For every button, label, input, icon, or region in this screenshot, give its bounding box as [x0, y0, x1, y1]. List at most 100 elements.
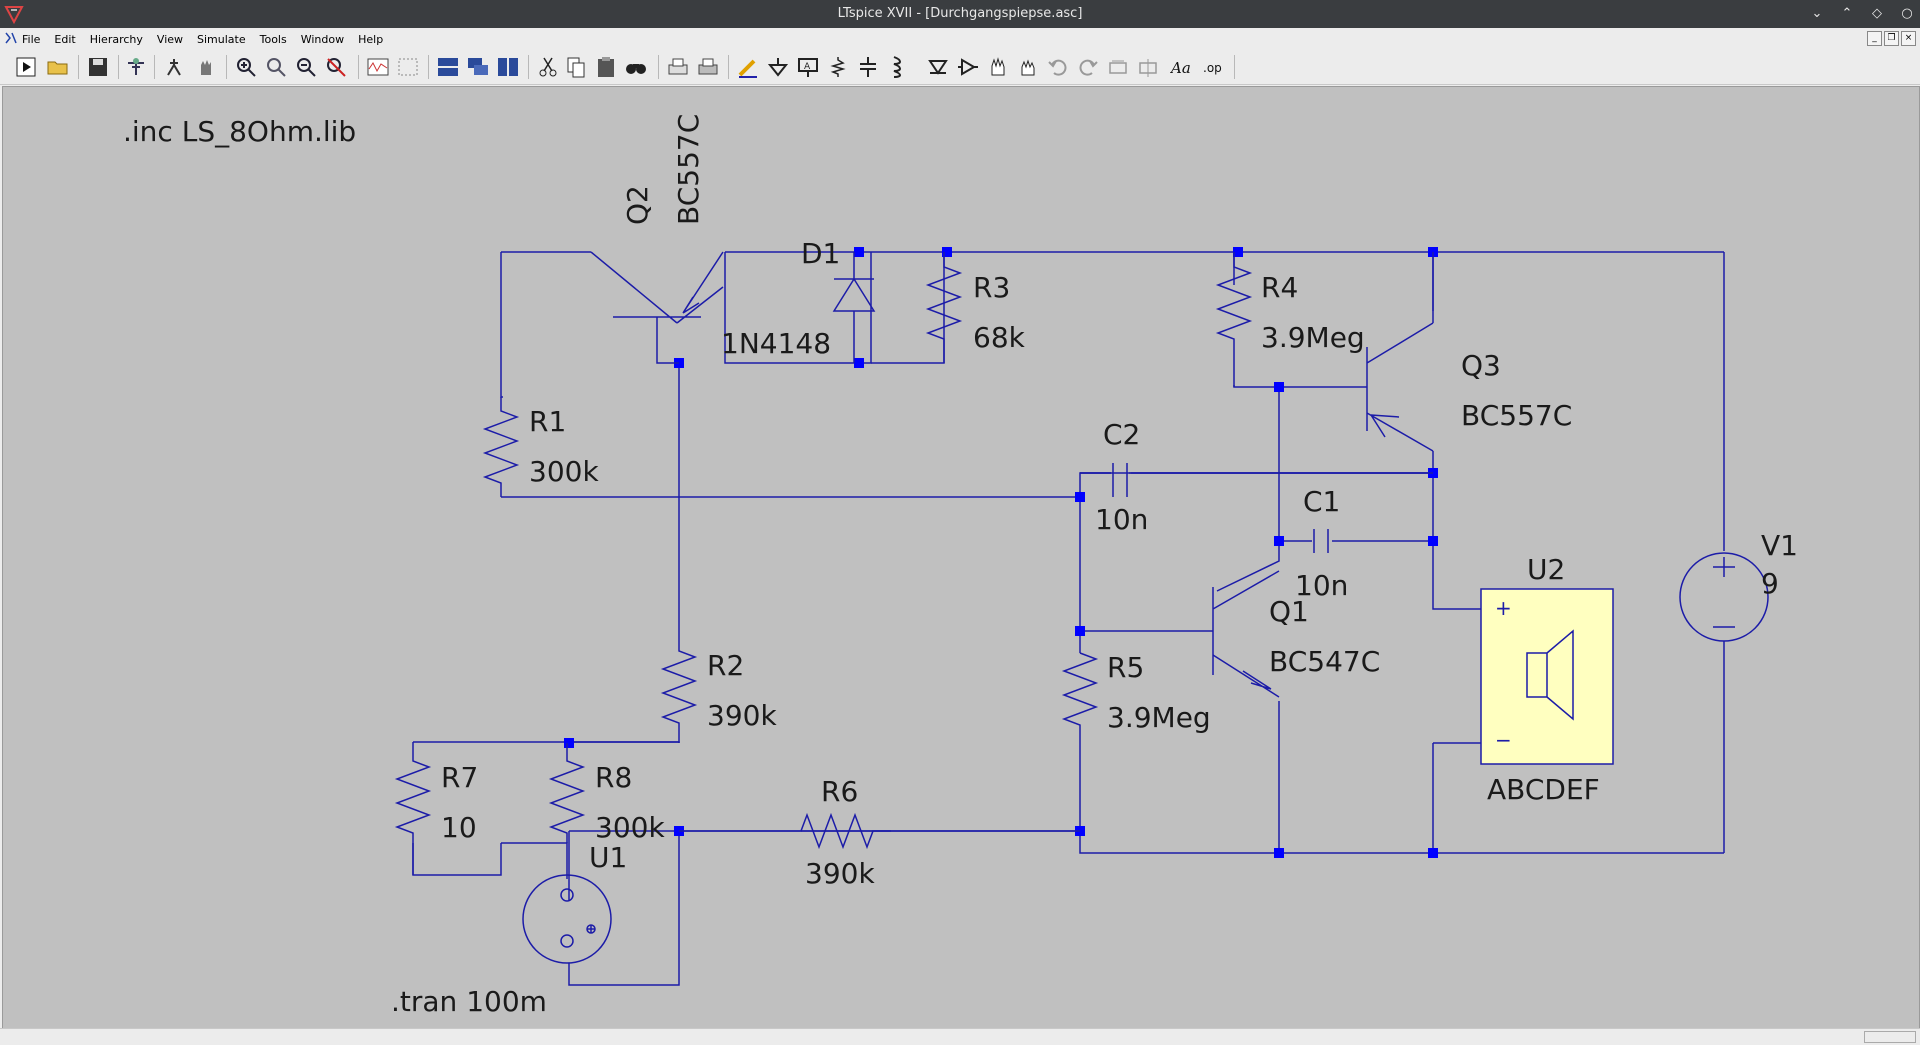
window-title: LTspice XVII - [Durchgangspiepse.asc]	[837, 6, 1083, 21]
menu-file[interactable]: File	[22, 32, 41, 46]
find-icon[interactable]	[624, 55, 648, 79]
diode-icon[interactable]	[926, 55, 950, 79]
svg-text:A: A	[804, 62, 811, 72]
menu-simulate[interactable]: Simulate	[197, 32, 246, 46]
control-panel-icon[interactable]	[124, 55, 148, 79]
resistor-r7[interactable]: R7 10	[394, 743, 478, 875]
text-icon[interactable]: Aa	[1169, 55, 1194, 79]
r3-name-label: R3	[973, 271, 1010, 304]
capacitor-icon[interactable]	[856, 55, 880, 79]
print-preview-icon[interactable]	[666, 55, 690, 79]
u2-value-label: ABCDEF	[1487, 773, 1600, 806]
ground-icon[interactable]	[766, 55, 790, 79]
cascade-icon[interactable]	[466, 55, 490, 79]
restore-icon[interactable]: ◇	[1872, 6, 1882, 21]
paste-icon[interactable]	[594, 55, 618, 79]
schematic-drawing[interactable]: Q2 BC557C D1 1N4148 R3 68k R4 3.9Meg	[3, 87, 1919, 1029]
hand-icon[interactable]	[194, 55, 218, 79]
r7-value-label: 10	[441, 811, 477, 844]
inductor-icon[interactable]	[886, 55, 910, 79]
cut-icon[interactable]	[536, 55, 560, 79]
resistor-r8[interactable]: R8 300k	[548, 743, 665, 844]
menu-window[interactable]: Window	[300, 32, 345, 46]
title-bar: LTspice XVII - [Durchgangspiepse.asc] ⌄ …	[0, 0, 1920, 28]
zoom-out-icon[interactable]	[294, 55, 318, 79]
menu-tools[interactable]: Tools	[259, 32, 287, 46]
c2-name-label: C2	[1103, 418, 1140, 451]
tile-vertical-icon[interactable]	[496, 55, 520, 79]
resistor-r1[interactable]: R1 300k	[482, 397, 599, 497]
tile-horizontal-icon[interactable]	[436, 55, 460, 79]
mdi-restore-icon[interactable]: ❐	[1884, 31, 1899, 46]
component-icon[interactable]	[956, 55, 980, 79]
q2-name-label: Q2	[621, 185, 654, 225]
signal-source-u1[interactable]: U1	[501, 841, 627, 964]
mdi-close-icon[interactable]: ×	[1901, 31, 1916, 46]
transistor-q1[interactable]: Q1 BC547C	[1212, 570, 1380, 698]
svg-text:.op: .op	[1203, 61, 1222, 75]
menu-help[interactable]: Help	[358, 32, 384, 46]
resistor-r6[interactable]: R6 390k	[679, 775, 1080, 890]
mirror-icon[interactable]	[1136, 55, 1160, 79]
q2-value-label: BC557C	[672, 114, 705, 225]
resistor-r2[interactable]: R2 390k	[660, 643, 777, 743]
spice-directive-icon[interactable]: .op	[1202, 55, 1226, 79]
v1-name-label: V1	[1761, 529, 1798, 562]
c2-value-label: 10n	[1095, 503, 1148, 536]
diode-d1[interactable]: D1 1N4148	[721, 237, 876, 363]
halt-icon[interactable]	[162, 55, 186, 79]
copy-icon[interactable]	[564, 55, 588, 79]
r6-value-label: 390k	[805, 857, 875, 890]
undo-icon[interactable]	[1046, 55, 1070, 79]
drag-hand-icon[interactable]	[1016, 55, 1040, 79]
label-net-icon[interactable]: A	[796, 55, 820, 79]
zoom-in-icon[interactable]	[234, 55, 258, 79]
voltage-source-v1[interactable]: V1 9	[1679, 529, 1798, 642]
capacitor-c1[interactable]: C1 10n	[1295, 485, 1348, 602]
resistor-r5[interactable]: R5 3.9Meg	[1061, 651, 1211, 753]
r8-name-label: R8	[595, 761, 632, 794]
document-icon[interactable]	[4, 31, 18, 45]
resistor-icon[interactable]	[826, 55, 850, 79]
resistor-r3[interactable]: R3 68k	[925, 252, 1026, 363]
save-icon[interactable]	[86, 55, 110, 79]
resistor-r4[interactable]: R4 3.9Meg	[1215, 252, 1365, 387]
svg-text:+: +	[1495, 596, 1512, 620]
transistor-q3[interactable]: Q3 BC557C	[1366, 252, 1572, 452]
maximize-icon[interactable]: ⌃	[1841, 6, 1853, 21]
tran-directive[interactable]: .tran 100m	[391, 985, 547, 1018]
draw-wire-icon[interactable]	[736, 55, 760, 79]
move-hand-icon[interactable]	[986, 55, 1010, 79]
c1-name-label: C1	[1303, 485, 1340, 518]
menu-hierarchy[interactable]: Hierarchy	[89, 32, 143, 46]
include-directive[interactable]: .inc LS_8Ohm.lib	[123, 115, 356, 148]
svg-text:Aa: Aa	[1170, 59, 1191, 77]
status-grip	[1864, 1031, 1916, 1043]
waveform-icon[interactable]	[366, 55, 390, 79]
zoom-full-icon[interactable]	[264, 55, 288, 79]
d1-name-label: D1	[801, 237, 840, 270]
redo-icon[interactable]	[1076, 55, 1100, 79]
menu-edit[interactable]: Edit	[54, 32, 76, 46]
minimize-icon[interactable]: ⌄	[1811, 6, 1823, 21]
mdi-minimize-icon[interactable]: _	[1867, 31, 1882, 46]
schematic-canvas[interactable]: Q2 BC557C D1 1N4148 R3 68k R4 3.9Meg	[2, 86, 1920, 1030]
print-icon[interactable]	[696, 55, 720, 79]
autorange-icon[interactable]	[396, 55, 420, 79]
ltspice-app-icon	[4, 6, 24, 24]
capacitor-c2[interactable]: C2 10n	[1080, 418, 1433, 536]
menu-view[interactable]: View	[156, 32, 184, 46]
zoom-cancel-icon[interactable]	[324, 55, 348, 79]
r4-name-label: R4	[1261, 271, 1298, 304]
r1-value-label: 300k	[529, 455, 599, 488]
rotate-icon[interactable]	[1106, 55, 1130, 79]
d1-value-label: 1N4148	[721, 327, 831, 360]
r8-value-label: 300k	[595, 811, 665, 844]
open-folder-icon[interactable]	[46, 55, 70, 79]
close-icon[interactable]: ○	[1901, 6, 1913, 21]
speaker-u2[interactable]: + − U2 ABCDEF	[1480, 553, 1614, 806]
status-bar	[0, 1028, 1920, 1045]
q1-value-label: BC547C	[1269, 645, 1380, 678]
run-icon[interactable]	[14, 55, 38, 79]
transistor-q2[interactable]: Q2 BC557C	[590, 114, 724, 364]
